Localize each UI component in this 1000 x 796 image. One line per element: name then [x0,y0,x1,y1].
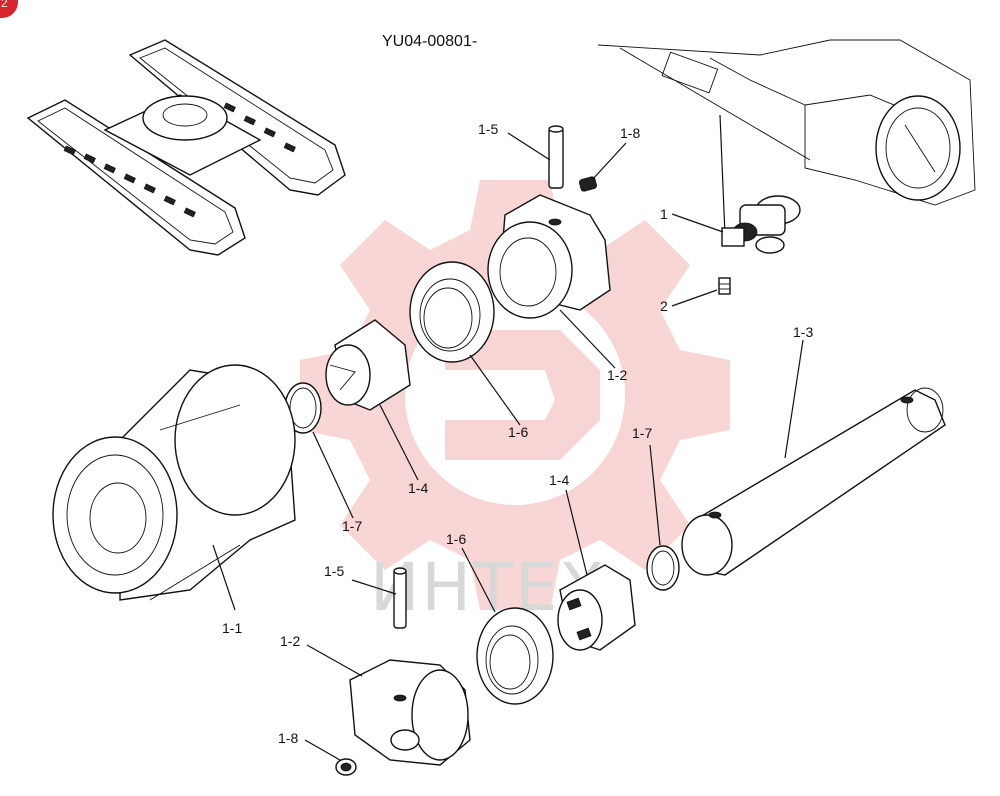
leader-lines [212,132,804,761]
corner-badge: 2 [0,0,18,18]
part-1-5-lower-pin [393,567,407,629]
label-1-7-left: 1-7 [342,518,362,534]
part-1-2-lower-bracket [349,659,471,766]
part-2-bolt [718,277,731,295]
undercarriage-overview [26,39,346,256]
part-1-8-lower-plug [335,758,357,776]
watermark-gear-icon [300,180,730,610]
label-1-2-upper: 1-2 [607,367,627,383]
label-1-4-left: 1-4 [408,480,428,496]
label-1-6-upper: 1-6 [508,424,528,440]
label-1-2-lower: 1-2 [280,633,300,649]
part-labels: 1 2 1-5 1-8 1-2 1-6 1-4 1-7 1-3 1-7 1-4 … [222,121,813,746]
label-1: 1 [660,206,668,222]
part-1-8-upper-plug [578,176,598,192]
label-1-1: 1-1 [222,620,242,636]
part-1-3-shaft [681,387,946,576]
part-1-6-lower-seal [476,607,554,705]
machine-frame [597,39,976,236]
label-1-7-right: 1-7 [632,425,652,441]
label-1-3: 1-3 [793,324,813,340]
label-1-8-lower: 1-8 [278,730,298,746]
part-1-5-upper-pin [548,125,564,189]
label-1-5-lower: 1-5 [324,563,344,579]
part-1-6-upper-seal [409,261,495,363]
part-1-4-upper-bushing [325,319,411,411]
svg-text:2: 2 [1,0,8,10]
diagram-code: YU04-00801- [382,33,477,50]
label-2: 2 [660,298,668,314]
part-1-4-lower-bushing [557,564,636,651]
label-1-5-upper: 1-5 [478,121,498,137]
label-1-8-upper: 1-8 [620,125,640,141]
label-1-6-lower: 1-6 [446,531,466,547]
part-1-roller-assembly [721,195,801,254]
label-1-4-right: 1-4 [549,472,569,488]
part-1-2-upper-bracket [487,194,611,319]
part-1-1-roller [52,364,296,601]
